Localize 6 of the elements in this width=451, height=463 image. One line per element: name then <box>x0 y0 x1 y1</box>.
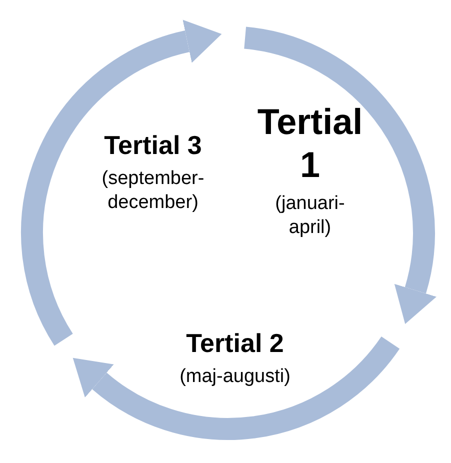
phase-months: (maj-augusti) <box>178 365 292 389</box>
phase-title: Tertial 1 <box>256 100 364 186</box>
phase-title: Tertial 3 <box>103 130 203 162</box>
phase-title: Tertial 2 <box>185 328 285 360</box>
phase-months: (januari-april) <box>274 192 346 240</box>
phase-months: (september-december) <box>100 167 206 215</box>
